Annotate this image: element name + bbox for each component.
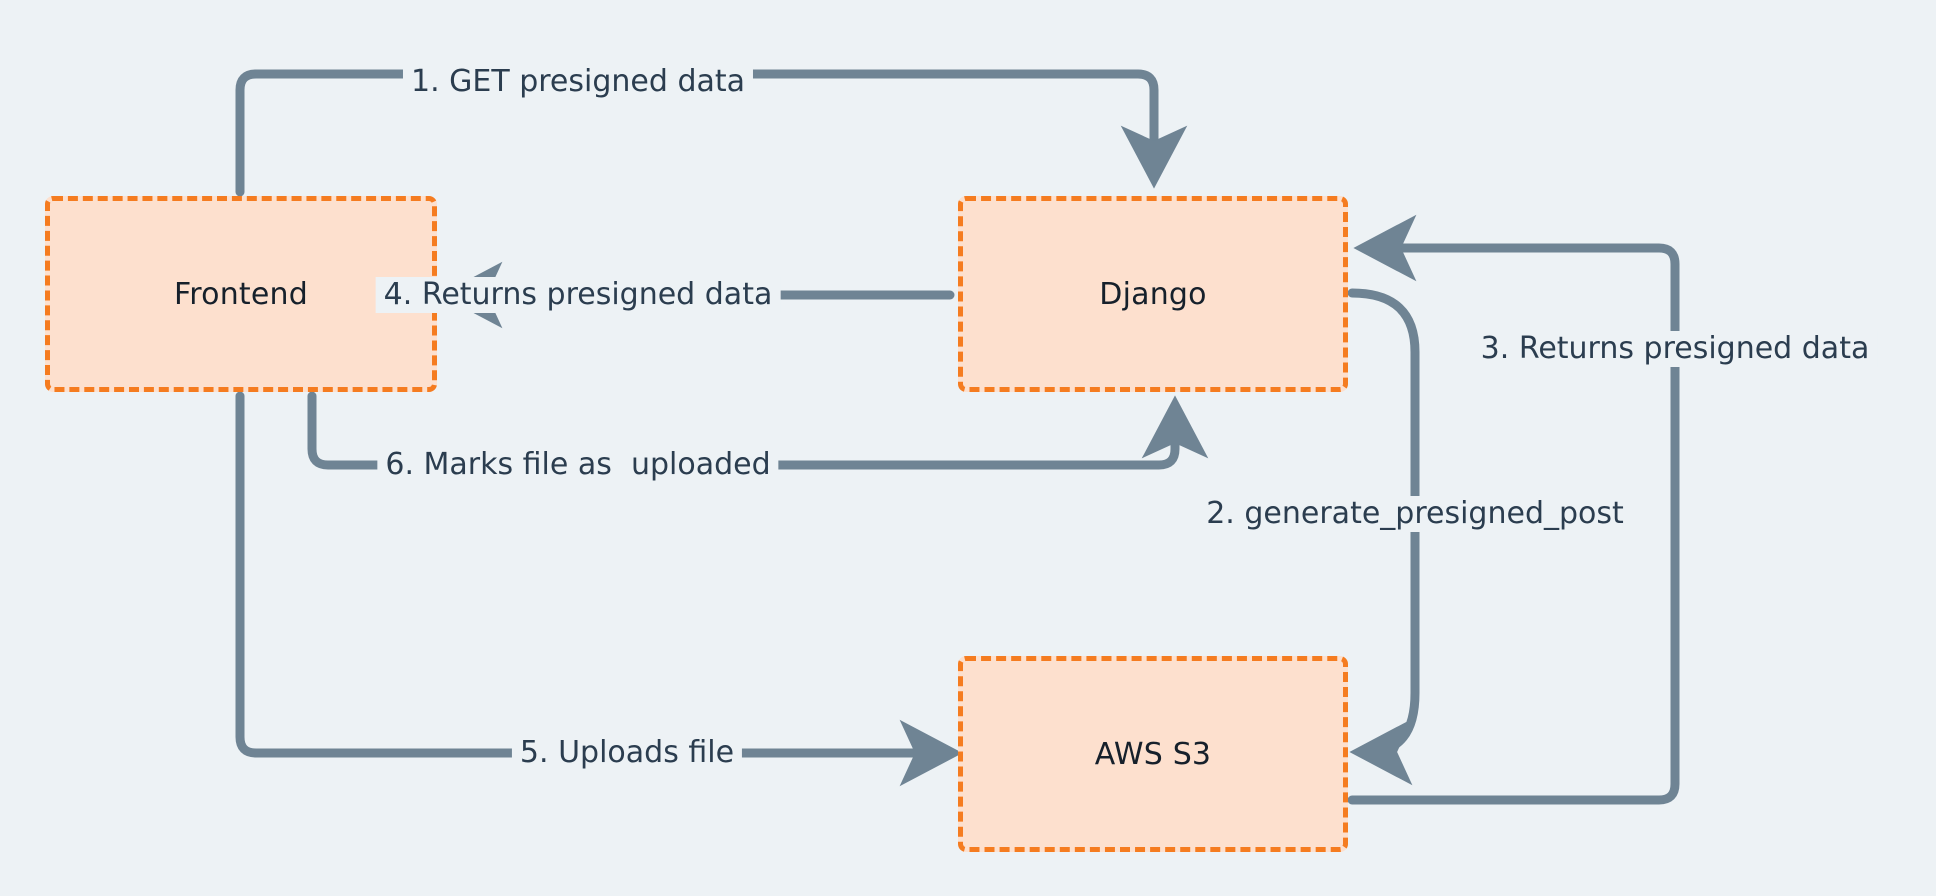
node-aws-s3-label: AWS S3 (1094, 736, 1212, 772)
edge-label-step3: 3. Returns presigned data (1472, 331, 1878, 367)
edge-label-step2: 2. generate_presigned_post (1198, 496, 1632, 532)
edge-label-step1: 1. GET presigned data (402, 64, 754, 100)
edge-label-step4: 4. Returns presigned data (375, 277, 781, 313)
node-django[interactable]: Django (958, 196, 1348, 392)
node-frontend[interactable]: Frontend (45, 196, 437, 392)
edge-step5 (235, 391, 963, 787)
node-aws-s3[interactable]: AWS S3 (958, 656, 1348, 852)
node-django-label: Django (1099, 276, 1207, 312)
edge-label-step5: 5. Uploads file (511, 735, 743, 771)
node-frontend-label: Frontend (174, 276, 308, 312)
edge-step3 (1347, 214, 1680, 805)
edge-label-step6: 6. Marks file as uploaded (377, 447, 779, 483)
